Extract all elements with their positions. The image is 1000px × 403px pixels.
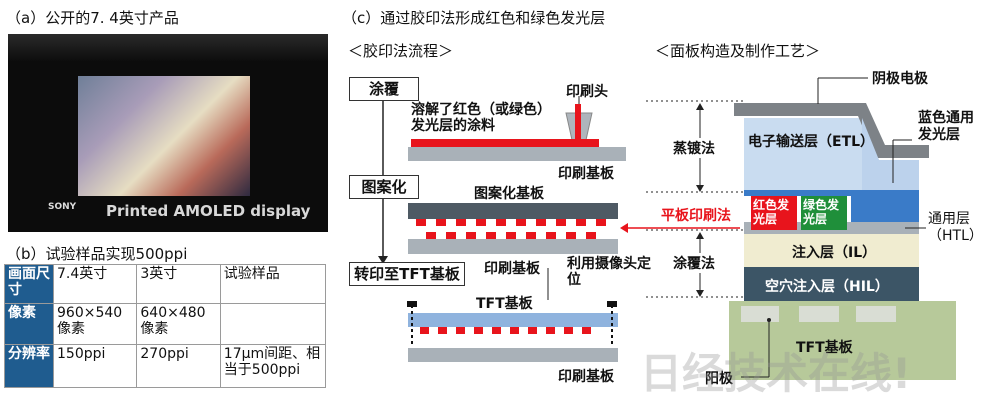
il-label: 注入层（IL） — [792, 245, 877, 261]
flat-print-label: 平板印刷法 — [661, 208, 731, 224]
table-cell: 17μm间距、相当于500ppi — [219, 344, 327, 388]
tft-substrate-flow — [408, 313, 618, 327]
il-layer — [744, 234, 919, 267]
print-substrate-3 — [408, 348, 618, 362]
product-photo: SONY Printed AMOLED display — [8, 34, 328, 232]
display-bezel-shine — [8, 34, 328, 62]
panel-c-title: （c）通过胶印法形成红色和绿色发光层 — [342, 9, 606, 27]
red-emitter-label: 红色发光层 — [753, 198, 790, 226]
print-substrate-label-1: 印刷基板 — [558, 166, 614, 182]
step-coat: 涂覆 — [349, 77, 419, 101]
flow-arrow-2-head — [378, 256, 388, 264]
table-cell: 3英寸 — [136, 264, 221, 304]
table-header-cell: 分辨率 — [4, 344, 54, 388]
photo-brand: SONY — [48, 202, 77, 212]
blue-layer-label: 蓝色通用发光层 — [918, 110, 974, 143]
table-row: 分辨率 150ppi 270ppi 17μm间距、相当于500ppi — [4, 344, 327, 388]
ink-description: 溶解了红色（或绿色）发光层的涂料 — [411, 102, 551, 134]
table-header-cell: 画面尺寸 — [4, 264, 54, 304]
print-substrate-2 — [408, 239, 618, 254]
tft-label: TFT基板 — [796, 340, 853, 356]
evaporation-label: 蒸镀法 — [673, 138, 715, 158]
spec-table: 画面尺寸 7.4英寸 3英寸 试验样品 像素 960×540像素 640×480… — [4, 264, 327, 388]
table-cell: 150ppi — [52, 344, 138, 388]
step-transfer: 转印至TFT基板 — [349, 262, 465, 286]
display-screen — [78, 76, 250, 196]
hil-label: 空穴注入层（HIL） — [765, 279, 889, 295]
table-cell: 7.4英寸 — [52, 264, 138, 304]
ink-layer — [411, 139, 599, 147]
camera-label: 利用摄像头定位 — [567, 256, 651, 288]
panel-a-title: （a）公开的7. 4英寸产品 — [6, 9, 179, 27]
step-pattern: 图案化 — [349, 175, 419, 199]
print-substrate-label-3: 印刷基板 — [558, 369, 614, 385]
structure-title: ＜面板构造及制作工艺＞ — [655, 42, 821, 60]
print-head-label: 印刷头 — [566, 84, 608, 100]
table-cell: 270ppi — [136, 344, 221, 388]
ink-stream — [575, 104, 581, 146]
photo-caption: Printed AMOLED display — [106, 202, 311, 220]
coating-label: 涂覆法 — [673, 253, 715, 273]
green-emitter — [801, 196, 847, 230]
pattern-dots-bottom — [426, 232, 596, 239]
pattern-dots-top — [416, 219, 606, 226]
cathode-label: 阴极电极 — [872, 71, 928, 87]
red-emitter — [751, 196, 797, 230]
tft-substrate-label-flow: TFT基板 — [476, 296, 533, 312]
panel-b-title: （b）试验样品实现500ppi — [6, 245, 188, 263]
cathode-layer — [734, 103, 929, 158]
hil-layer — [744, 267, 919, 301]
table-cell: 960×540像素 — [52, 303, 138, 345]
pattern-substrate — [408, 203, 618, 219]
print-substrate-label-2: 印刷基板 — [484, 261, 540, 277]
watermark: 日经技术在线! — [640, 349, 912, 398]
htl-label: 通用层（HTL） — [928, 211, 983, 244]
anode-label: 阳极 — [705, 371, 733, 387]
transfer-dots — [420, 327, 591, 334]
flat-print-arrow-head — [620, 223, 628, 233]
pattern-substrate-label: 图案化基板 — [474, 186, 544, 202]
flow-title: ＜胶印法流程＞ — [348, 42, 454, 60]
print-substrate-1 — [408, 147, 626, 161]
green-emitter-label: 绿色发光层 — [803, 198, 840, 226]
etl-label: 电子输送层（ETL） — [748, 134, 875, 150]
